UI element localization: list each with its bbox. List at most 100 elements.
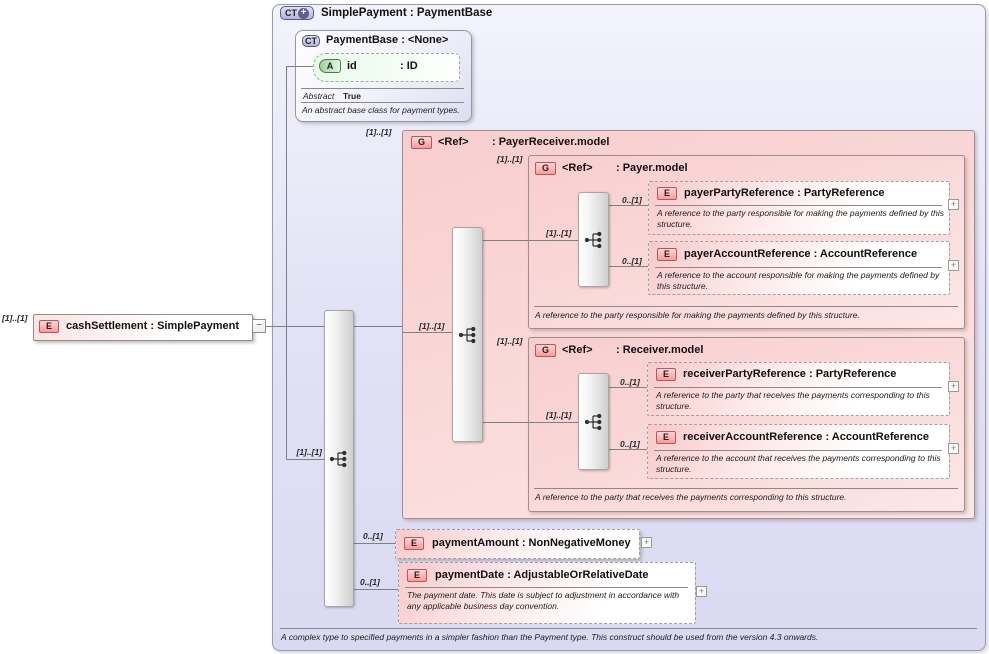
cardinality-label: [1]..[1] — [2, 313, 28, 323]
cardinality-label: [1]..[1] — [497, 336, 523, 346]
expand-button[interactable]: + — [948, 443, 959, 454]
sequence-bar-receiver[interactable] — [578, 373, 609, 470]
element-box-payerpartyreference[interactable]: E payerPartyReference : PartyReference A… — [648, 181, 950, 235]
element-badge: E — [39, 320, 59, 333]
sequence-icon — [329, 450, 347, 467]
element-description: A reference to the party responsible for… — [657, 208, 944, 230]
sequence-bar-payer[interactable] — [578, 192, 609, 287]
connector-line — [529, 240, 578, 241]
separator — [301, 102, 464, 103]
element-badge: E — [407, 569, 427, 582]
attribute-type: : ID — [400, 60, 418, 72]
separator — [654, 387, 942, 388]
element-description: A reference to the account responsible f… — [657, 270, 940, 292]
connector-line — [352, 589, 399, 590]
element-label: paymentAmount : NonNegativeMoney — [432, 537, 631, 549]
element-badge: E — [656, 368, 676, 381]
connector-line — [607, 449, 647, 450]
sequence-bar-payerreceiver[interactable] — [452, 227, 483, 442]
connector-line — [286, 459, 324, 460]
element-badge: E — [657, 187, 677, 200]
cardinality-label: [1]..[1] — [497, 154, 523, 164]
sequence-icon — [584, 413, 601, 430]
footer-separator — [280, 628, 977, 629]
connector-line — [286, 66, 287, 460]
connector-line — [403, 332, 452, 333]
element-label: cashSettlement : SimplePayment — [66, 320, 240, 332]
attribute-badge: A — [319, 59, 341, 73]
ct-badge: CT — [302, 35, 320, 47]
attribute-name: id — [347, 60, 357, 72]
expand-button[interactable]: + — [696, 586, 707, 597]
abstract-label: Abstract — [303, 91, 335, 101]
element-box-cashsettlement[interactable] — [33, 314, 253, 341]
group-badge: G — [535, 344, 556, 357]
group-badge: G — [411, 136, 432, 149]
expand-button[interactable]: + — [641, 537, 652, 548]
element-label: payerAccountReference : AccountReference — [684, 248, 918, 260]
cardinality-label: [1]..[1] — [366, 127, 392, 137]
element-badge: E — [657, 248, 677, 261]
group-type-label: : Receiver.model — [616, 344, 704, 356]
complex-type-footer-description: A complex type to specified payments in … — [281, 632, 819, 642]
separator — [655, 205, 942, 206]
cardinality-label: 0..[1] — [622, 256, 642, 266]
collapse-button[interactable]: − — [252, 319, 266, 333]
connector-line — [607, 266, 648, 267]
cardinality-label: 0..[1] — [360, 577, 380, 587]
group-ref-label: <Ref> — [562, 344, 593, 356]
element-box-paymentamount[interactable]: E paymentAmount : NonNegativeMoney — [395, 529, 640, 559]
connector-line — [352, 326, 402, 327]
ct-plus-badge: CT+ — [280, 6, 314, 20]
expand-button[interactable]: + — [948, 260, 959, 271]
base-type-description: An abstract base class for payment types… — [302, 105, 460, 115]
expand-button[interactable]: + — [948, 199, 959, 210]
element-label: payerPartyReference : PartyReference — [684, 187, 885, 199]
element-label: receiverPartyReference : PartyReference — [683, 368, 897, 380]
base-type-title: PaymentBase : <None> — [326, 34, 449, 46]
element-box-payeraccountreference[interactable]: E payerAccountReference : AccountReferen… — [648, 241, 950, 295]
group-type-label: : PayerReceiver.model — [492, 136, 610, 148]
connector-line — [529, 422, 578, 423]
connector-line — [352, 543, 396, 544]
sequence-bar-root[interactable] — [324, 310, 354, 607]
ct-badge-label: CT — [285, 7, 297, 18]
cardinality-label: [1]..[1] — [419, 321, 445, 331]
separator — [534, 306, 958, 307]
element-description: A reference to the account that receives… — [656, 453, 941, 475]
cardinality-label: [1]..[1] — [546, 228, 572, 238]
group-type-label: : Payer.model — [616, 162, 688, 174]
sequence-icon — [584, 231, 601, 248]
cardinality-label: 0..[1] — [622, 195, 642, 205]
abstract-value: True — [343, 91, 361, 101]
group-footer-description: A reference to the party responsible for… — [535, 310, 860, 320]
separator — [654, 450, 942, 451]
expand-button[interactable]: + — [948, 381, 959, 392]
sequence-icon — [458, 326, 475, 343]
plus-circle-icon: + — [298, 7, 309, 19]
cardinality-label: [1]..[1] — [546, 410, 572, 420]
element-badge: E — [656, 431, 676, 444]
separator — [405, 587, 688, 588]
group-badge: G — [535, 162, 556, 175]
group-footer-description: A reference to the party that receives t… — [535, 492, 847, 502]
element-description: A reference to the party that receives t… — [656, 390, 930, 412]
cardinality-label: [1]..[1] — [296, 447, 323, 457]
complex-type-title: SimplePayment : PaymentBase — [321, 7, 493, 19]
element-box-receiverpartyreference[interactable]: E receiverPartyReference : PartyReferenc… — [647, 362, 950, 416]
separator — [655, 267, 942, 268]
separator — [301, 88, 464, 89]
element-box-receiveraccountreference[interactable]: E receiverAccountReference : AccountRefe… — [647, 424, 950, 479]
connector-line — [286, 66, 313, 67]
element-description: The payment date. This date is subject t… — [407, 590, 680, 612]
group-ref-label: <Ref> — [438, 136, 469, 148]
group-ref-label: <Ref> — [562, 162, 593, 174]
element-label: receiverAccountReference : AccountRefere… — [683, 431, 929, 443]
connector-line — [607, 205, 648, 206]
separator — [534, 488, 958, 489]
connector-line — [266, 326, 324, 327]
element-label: paymentDate : AdjustableOrRelativeDate — [435, 569, 649, 581]
element-box-paymentdate[interactable]: E paymentDate : AdjustableOrRelativeDate… — [398, 562, 696, 624]
cardinality-label: 0..[1] — [620, 439, 640, 449]
cardinality-label: 0..[1] — [620, 377, 640, 387]
